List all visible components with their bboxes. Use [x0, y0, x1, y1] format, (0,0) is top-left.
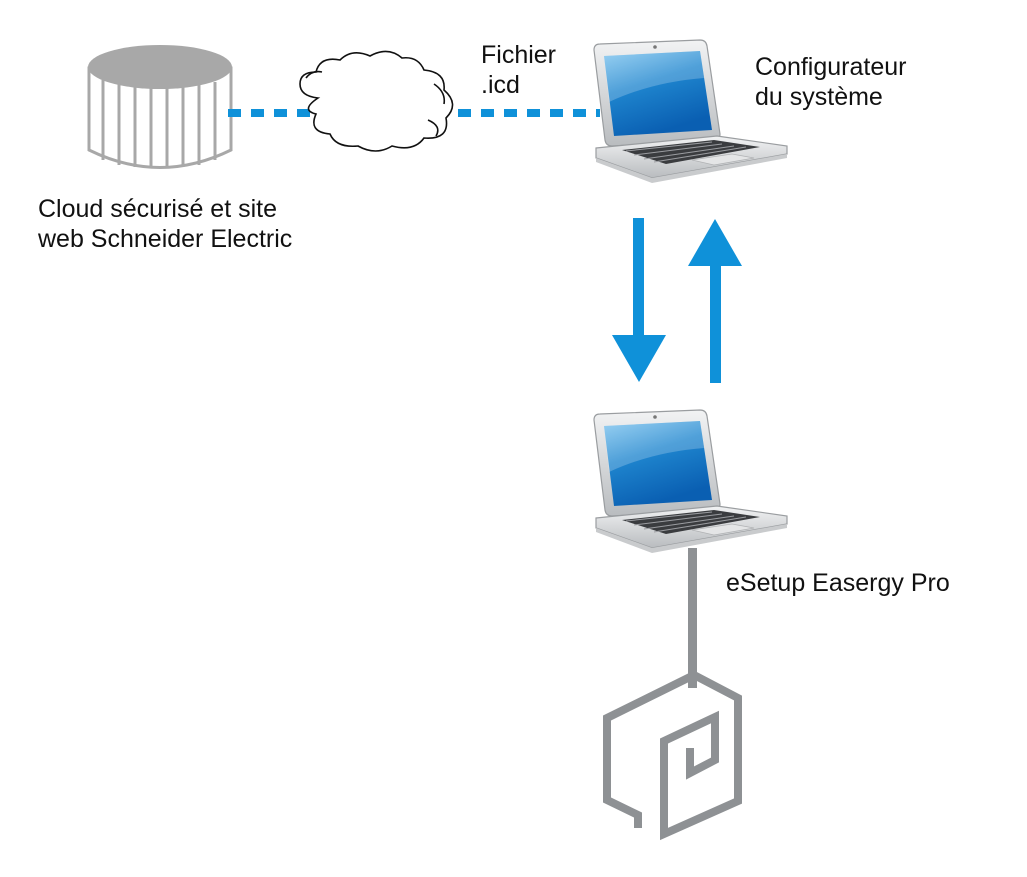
- easergy-device-icon: [603, 670, 742, 841]
- configurator-label: Configurateur du système: [755, 52, 906, 112]
- file-label-line2: .icd: [481, 71, 520, 99]
- file-label: Fichier .icd: [481, 40, 556, 100]
- cloud-icon: [299, 50, 454, 152]
- device-connector: [688, 548, 697, 688]
- laptop-icon: [593, 409, 788, 554]
- configurator-label-line2: du système: [755, 83, 883, 111]
- arrow-up-icon: [688, 219, 742, 383]
- cloud-database-label-line2: web Schneider Electric: [38, 225, 293, 253]
- cloud-database-label: Cloud sécurisé et site web Schneider Ele…: [38, 194, 292, 254]
- configurator-label-line1: Configurateur: [755, 53, 907, 81]
- cloud-database-label-line1: Cloud sécurisé et site: [38, 195, 278, 223]
- file-label-line1: Fichier: [481, 41, 557, 69]
- arrow-down-icon: [612, 218, 666, 382]
- database-icon: [87, 45, 233, 169]
- esetup-label: eSetup Easergy Pro: [726, 569, 950, 597]
